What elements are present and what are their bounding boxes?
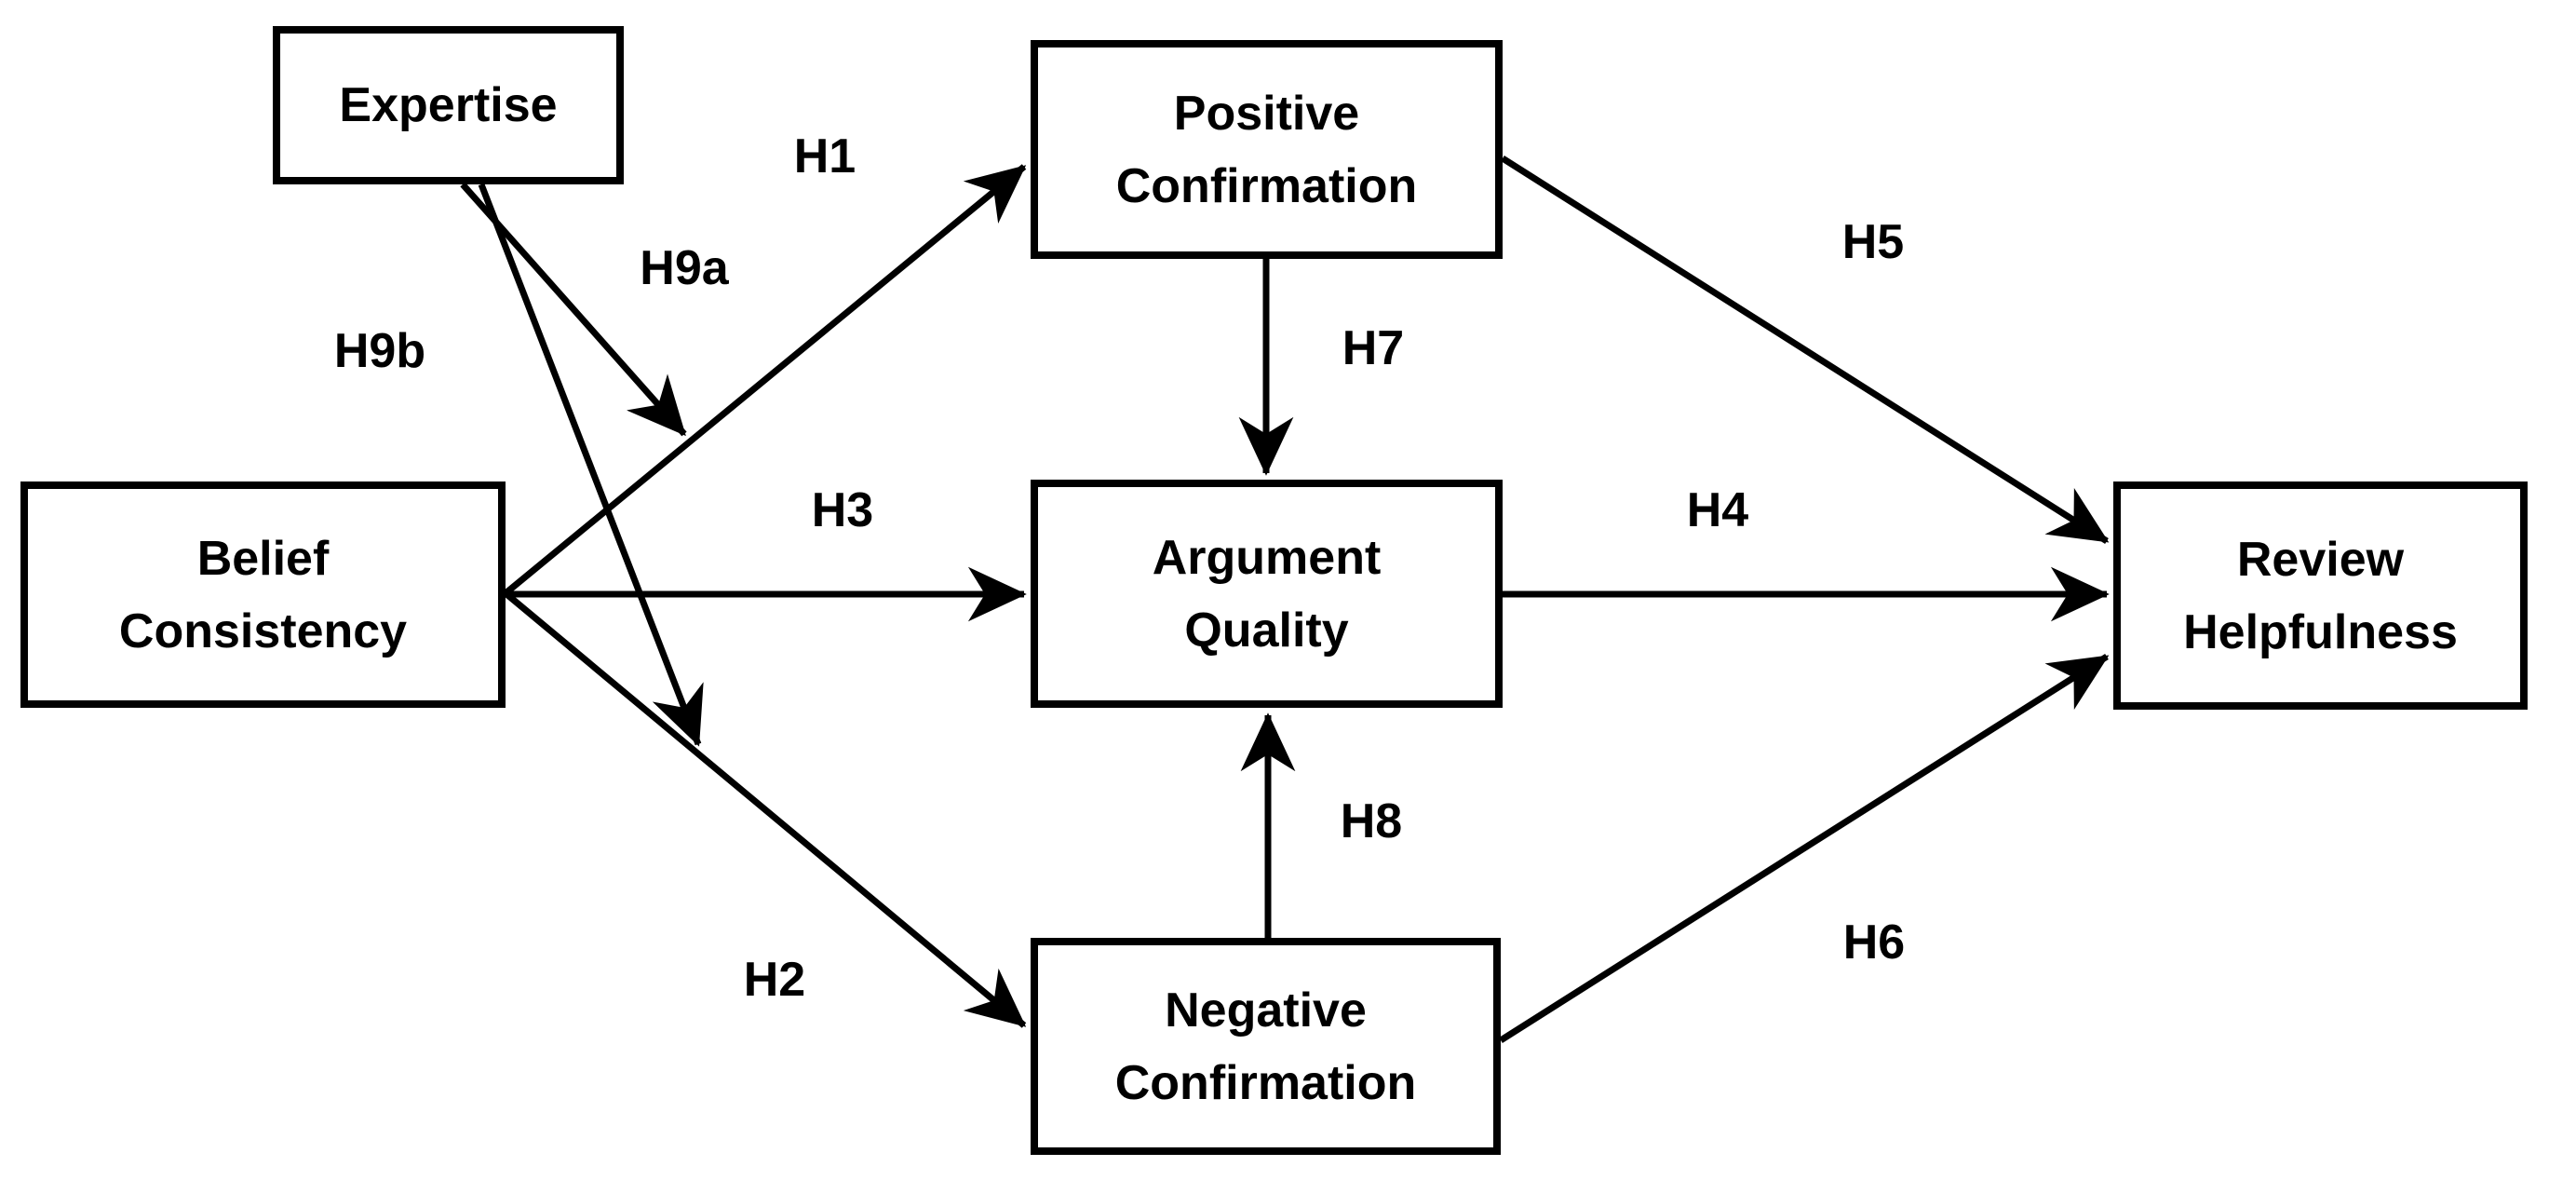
edge-label-h9b: H9b — [333, 324, 426, 378]
node-belief-consistency-label: Belief Consistency — [118, 531, 408, 658]
edge-label-h8: H8 — [1340, 794, 1403, 848]
node-negative-confirmation: Negative Confirmation — [1031, 938, 1501, 1155]
node-review-helpfulness: Review Helpfulness — [2113, 481, 2528, 710]
edge-label-h5: H5 — [1841, 215, 1905, 269]
arrow-h9b — [478, 183, 704, 747]
node-belief-consistency: Belief Consistency — [20, 481, 506, 708]
node-positive-confirmation-label: Positive Confirmation — [1115, 86, 1418, 213]
node-expertise-label: Expertise — [339, 78, 558, 132]
node-expertise: Expertise — [273, 26, 624, 184]
edge-label-h4: H4 — [1686, 483, 1749, 537]
node-argument-quality-label: Argument Quality — [1152, 530, 1382, 658]
node-positive-confirmation: Positive Confirmation — [1031, 40, 1503, 259]
arrow-h6 — [1499, 654, 2110, 1043]
edge-label-h2: H2 — [743, 953, 806, 1007]
edge-label-h9a: H9a — [640, 241, 729, 295]
edge-label-h7: H7 — [1342, 321, 1405, 375]
node-argument-quality: Argument Quality — [1031, 480, 1503, 708]
edge-label-h3: H3 — [811, 483, 874, 537]
node-review-helpfulness-label: Review Helpfulness — [2183, 532, 2458, 659]
arrow-h2 — [503, 590, 1027, 1028]
edge-label-h1: H1 — [793, 129, 856, 183]
arrow-h1 — [503, 164, 1027, 596]
arrow-h5 — [1501, 156, 2110, 544]
node-negative-confirmation-label: Negative Confirmation — [1114, 983, 1417, 1110]
edge-label-h6: H6 — [1842, 916, 1906, 970]
